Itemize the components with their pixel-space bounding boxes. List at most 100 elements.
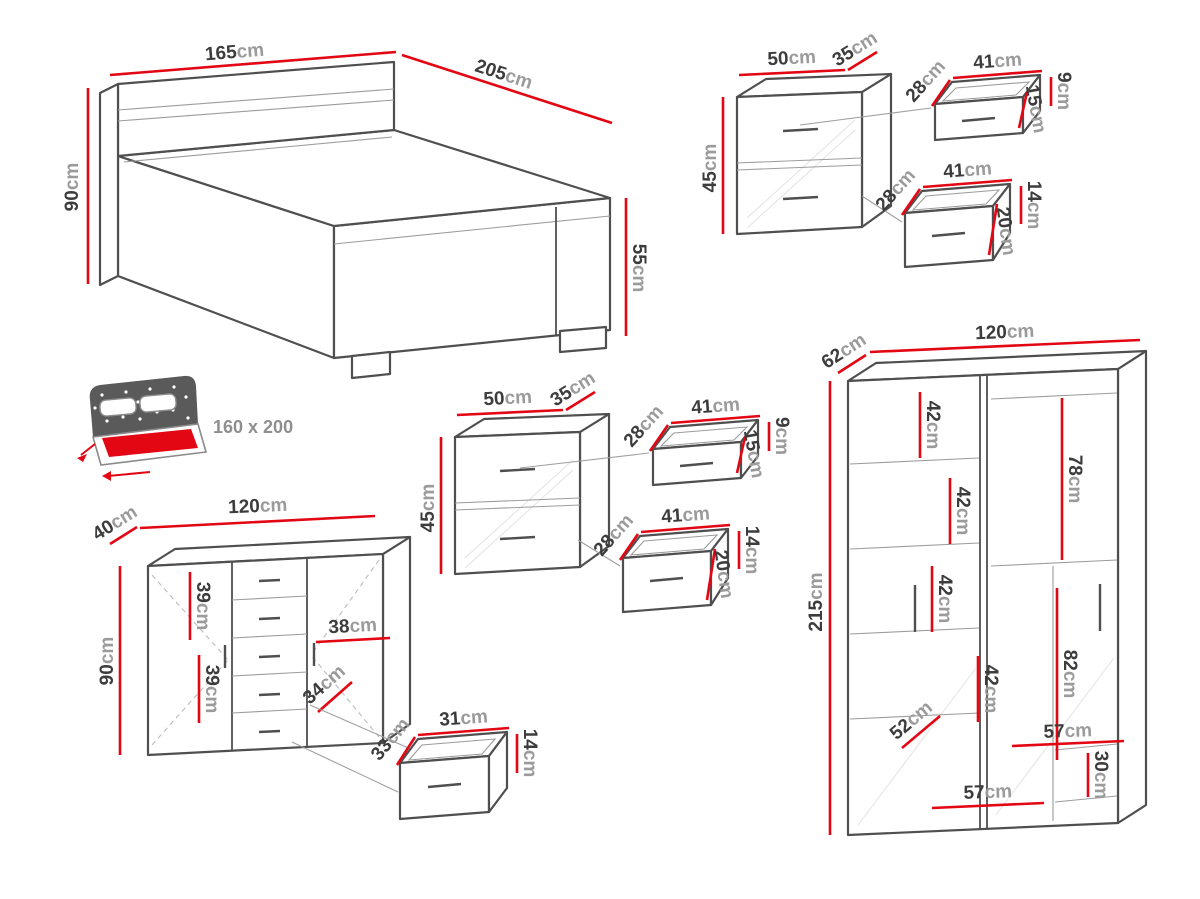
wardrobe-sec-mid1-label: 42cm [952,487,973,536]
dresser-drawer-width-line [417,726,510,737]
nightstand-a-handle-bottom [782,195,819,201]
nightstand-a: 50cm 35cm 45cm [700,28,932,236]
dresser-door-upper-label: 39cm [192,582,213,631]
mattress-size-label: 160 x 200 [213,417,293,437]
drawer-a-bottom-width-line [922,178,1013,189]
nightstand-b-drawer-split-1 [454,497,581,504]
drawer-a-bottom: 28cm 41cm 14cm 20cm [872,158,1044,269]
drawer-a-top-handle [961,116,996,123]
wardrobe-sheen-right [995,657,1115,816]
drawer-a-top-front-height-label: 9cm [1053,72,1074,110]
dresser-drawer-front [398,754,491,821]
drawer-b-bottom-width-line [640,523,731,534]
dresser-left-door-swing-2 [151,659,229,746]
wardrobe-sec-hanging-label: 78cm [1064,455,1085,504]
bed-foot-right [558,325,608,354]
bed-mattress-seam [123,136,393,163]
drawer-a-bottom-depth-line [900,188,922,216]
wardrobe-sec-upper-left-label: 42cm [922,401,943,450]
dresser-front [146,552,385,757]
dresser-inner-diagonal-dim-line [317,681,353,713]
dresser-knob-5 [258,729,281,734]
dresser-drawer-line-2 [231,633,308,639]
drawer-b-top-inner-height-label: 15cm [739,428,768,480]
wardrobe-shelf-left-2 [849,542,980,550]
bed-headboard-post [98,82,120,287]
nightstand-b-width-dim-line [456,408,564,417]
wardrobe-depth-dim-line [837,353,867,375]
dresser-drawer-handle [427,782,462,789]
nightstand-b-sheen-2 [464,469,574,569]
bed-width-dim-line [109,50,397,77]
nightstand-b-width-label: 50cm [483,387,533,411]
dresser-drawer-line-1 [231,595,308,601]
drawer-b-bottom-handle [649,576,684,583]
dresser-height-label: 90cm [97,637,118,686]
wardrobe-shelf-left-4 [849,712,980,720]
dresser-side [381,535,412,745]
wardrobe-left-width-label: 57cm [963,781,1012,804]
dresser-drawer-side [487,730,509,814]
bed-front-seam [333,215,611,245]
bed-height-label: 90cm [62,163,83,212]
wardrobe-side [1116,349,1148,825]
bed-side-height-label: 55cm [628,244,649,293]
wardrobe-left-width-line [931,801,1045,810]
wardrobe-bottom-height-label: 30cm [1090,751,1111,800]
drawer-a-top-inner-rim [941,81,1031,102]
drawer-a-bottom-front-height-label: 14cm [1023,181,1044,230]
nightstand-a-sheen-2 [746,129,856,229]
drawer-a-bottom-inner-height-line [987,203,999,256]
dresser-knob-3 [258,654,281,659]
nightstand-a-sheen-1 [746,119,856,219]
dresser-drawer-depth-line [395,736,417,766]
nightstand-a-depth-dim-line [847,50,878,72]
dresser-depth-dim-line [109,525,138,546]
drawer-b-top-side [739,418,760,480]
drawer-b-bottom-front [621,549,713,614]
nightstand-a-connector-top [799,107,932,126]
nightstand-b-height-label: 45cm [418,484,439,533]
wardrobe-shelf-right-1 [990,559,1118,567]
wardrobe-width-dim-line [869,338,1141,354]
drawer-a-bottom-front [903,204,995,269]
dresser-width-dim-line [139,514,376,530]
bed-length-dim-line [401,53,613,125]
dresser-drawer-inner-rim [407,738,497,761]
wardrobe-sheen-left [857,667,977,826]
dresser-width-label: 120cm [228,495,288,519]
wardrobe-width-label: 120cm [975,321,1035,345]
bed-icon-mattress [102,429,198,457]
dresser-shelf-width-dim-line [315,636,391,644]
drawer-a-top-width-line [952,69,1043,80]
wardrobe-sec-mid2-label: 42cm [934,575,955,624]
wardrobe-inner-depth-line [901,715,941,749]
drawer-b-top-inner-height-line [735,436,747,474]
nightstand-b-front [453,430,582,576]
dresser: 40cm 120cm 90cm 39cm 39cm 38cm 34cm [89,495,414,793]
drawer-b-top-front-height-label: 9cm [771,417,792,455]
wardrobe-front [846,367,1120,837]
bed-headboard-shelf-line-2 [117,99,395,122]
nightstand-a-height-label: 45cm [700,144,721,193]
nightstand-a-handle-top [782,127,819,133]
dresser-connector-2 [291,741,399,793]
drawer-a-top-width-label: 41cm [973,49,1023,73]
bed-width-label: 165cm [204,40,265,66]
drawer-b-top-width-line [670,414,761,425]
nightstand-b-connector-top [519,452,650,469]
drawer-a-bottom-inner-height-label: 20cm [992,206,1020,257]
dresser-drawer-width-label: 31cm [439,706,489,730]
bed-icon-pillow-right [139,393,177,413]
drawer-b-bottom-depth-line [618,533,640,561]
wardrobe-shelf-right-2 [1054,743,1118,751]
drawer-a-top-depth-line [930,79,952,107]
bed-size-icon: 160 x 200 [77,375,293,481]
nightstand-a-drawer-split-1 [736,157,863,164]
dresser-knob-2 [258,616,281,621]
bed-icon-pillow-left [99,397,137,417]
bed-foot-left [350,350,392,380]
bed-icon-arrow-bottom-head [102,471,111,481]
wardrobe-sec-lower-right-label: 82cm [1059,650,1080,699]
